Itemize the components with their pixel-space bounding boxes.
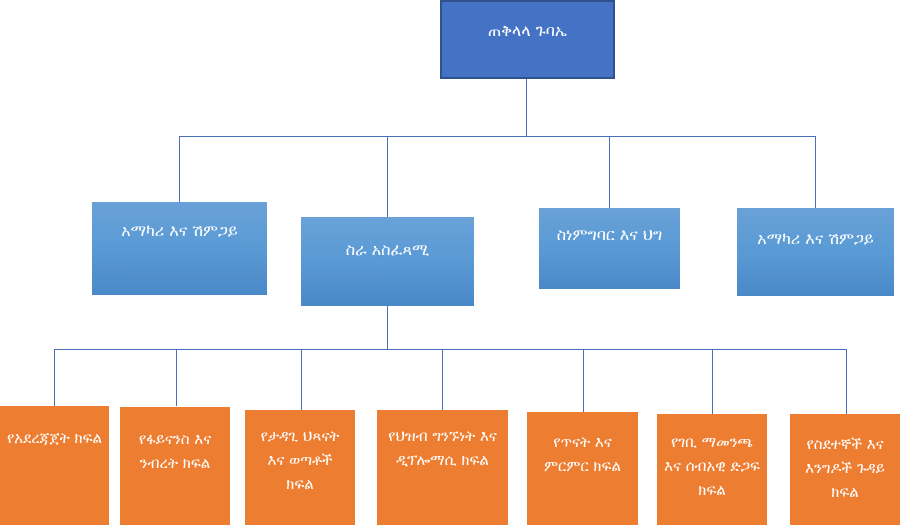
connector-level3-drop-7: [846, 349, 847, 414]
connector-level3-drop-2: [176, 349, 177, 406]
node-refugees-guests-dept: የስደተኞች እና እንግዶች ጉዳይ ክፍል: [790, 414, 900, 525]
node-label: የፋይናንስ እና ንብረት ክፍል: [138, 430, 212, 472]
connector-level2-bus: [179, 136, 816, 137]
connector-level2-drop-3: [609, 136, 610, 208]
node-label: የጥናት እና ምርምር ክፍል: [544, 433, 621, 475]
connector-level3-drop-6: [712, 349, 713, 414]
node-label: ጠቅላላ ጉባኤ: [488, 20, 567, 40]
node-label: አማካሪ እና ሽምጋይ: [757, 229, 874, 248]
connector-level2-drop-4: [815, 136, 816, 208]
connector-level2-drop-2: [387, 136, 388, 217]
node-income-humanitarian-dept: የገቢ ማመንጫ እና ሰብአዊ ድጋፍ ክፍል: [657, 414, 767, 525]
node-label: የገቢ ማመንጫ እና ሰብአዊ ድጋፍ ክፍል: [664, 433, 760, 499]
node-youth-children-dept: የታዳጊ ህጻናት እና ወጣቶች ክፍል: [245, 410, 355, 525]
node-ethics-law: ስነምግባር እና ህግ: [539, 208, 680, 289]
node-label: ስራ አስፈጻሚ: [345, 240, 430, 259]
connector-executive-down: [387, 306, 388, 349]
node-label: የስደተኞች እና እንግዶች ጉዳይ ክፍል: [805, 435, 885, 501]
connector-level2-drop-1: [179, 136, 180, 202]
connector-level3-drop-3: [301, 349, 302, 410]
connector-level3-bus: [54, 349, 847, 350]
node-label: ስነምግባር እና ህግ: [556, 225, 663, 244]
node-label: የህዝብ ግንኙነት እና ዲፕሎማሲ ክፍል: [388, 427, 497, 469]
node-organization-dept: የአደረጃጀት ክፍል: [0, 406, 109, 525]
node-label: አማካሪ እና ሽምጋይ: [121, 221, 238, 240]
node-public-relations-diplomacy-dept: የህዝብ ግንኙነት እና ዲፕሎማሲ ክፍል: [377, 410, 508, 525]
node-finance-property-dept: የፋይናንስ እና ንብረት ክፍል: [120, 407, 230, 525]
node-general-assembly: ጠቅላላ ጉባኤ: [440, 0, 615, 79]
node-advisory-arbitration-2: አማካሪ እና ሽምጋይ: [737, 208, 894, 296]
node-label: የአደረጃጀት ክፍል: [6, 429, 103, 447]
connector-level3-drop-5: [583, 349, 584, 412]
node-label: የታዳጊ ህጻናት እና ወጣቶች ክፍል: [260, 427, 340, 493]
node-advisory-arbitration-1: አማካሪ እና ሽምጋይ: [92, 202, 267, 295]
connector-level3-drop-1: [54, 349, 55, 406]
node-research-dept: የጥናት እና ምርምር ክፍል: [527, 412, 638, 525]
connector-root-down: [526, 78, 527, 136]
connector-level3-drop-4: [442, 349, 443, 410]
node-executive: ስራ አስፈጻሚ: [301, 217, 474, 306]
